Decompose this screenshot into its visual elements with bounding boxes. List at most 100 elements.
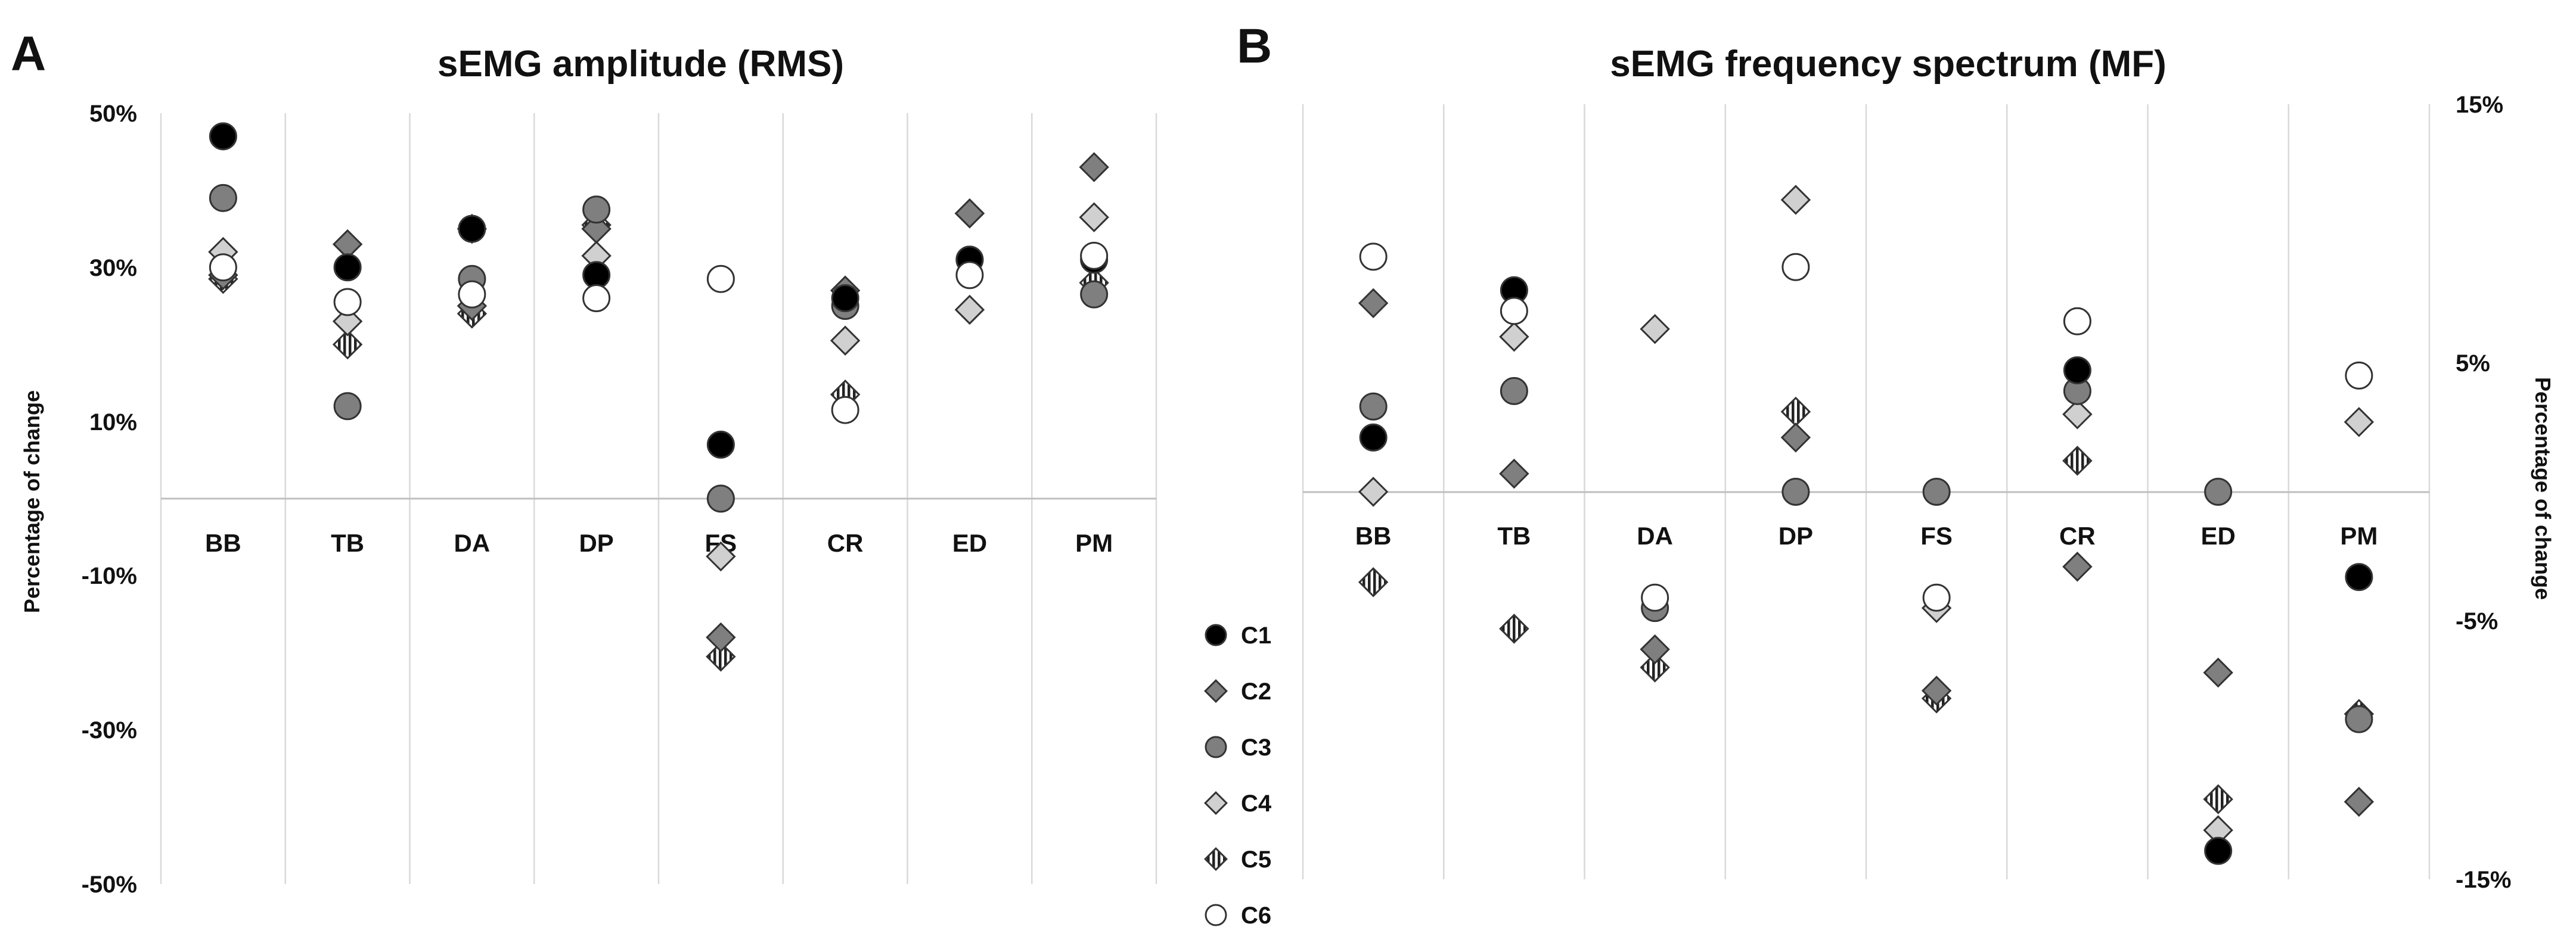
panel-b-point-c3 bbox=[1782, 478, 1810, 506]
panel-b-point-c5 bbox=[1780, 396, 1811, 427]
panel-b-point-c5 bbox=[1499, 614, 1529, 644]
panel-b-point-c5 bbox=[1640, 652, 1670, 683]
panel-b-point-c6 bbox=[1641, 583, 1669, 612]
panel-a-point-c3 bbox=[1080, 280, 1109, 309]
panel-a-point-c2 bbox=[954, 198, 985, 229]
panel-b-ylabel: Percentage of change bbox=[2531, 377, 2555, 600]
panel-b-point-c4 bbox=[2344, 407, 2375, 437]
panel-b-ytick-label: -15% bbox=[2456, 867, 2511, 893]
panel-b-point-c3 bbox=[1500, 377, 1528, 405]
panel-a-category-label: TB bbox=[331, 529, 364, 557]
panel-b-point-c2 bbox=[1921, 676, 1952, 706]
panel-b-point-c6 bbox=[1500, 297, 1528, 325]
panel-b-category-label: BB bbox=[1355, 522, 1392, 550]
panel-a-ytick-label: -10% bbox=[82, 563, 137, 589]
panel-a-category-label: PM bbox=[1075, 529, 1113, 557]
panel-a-ytick-label: 50% bbox=[89, 101, 137, 127]
panel-b-point-c6 bbox=[1922, 583, 1951, 612]
panel-b-point-c3 bbox=[2204, 478, 2233, 506]
panel-b-point-c1 bbox=[2063, 356, 2091, 385]
panel-b-point-c3 bbox=[1922, 478, 1951, 506]
panel-a-point-c3 bbox=[209, 183, 237, 212]
panel-a-point-c1 bbox=[831, 284, 859, 313]
panel-a-ylabel: Percentage of change bbox=[20, 390, 44, 613]
panel-b-point-c6 bbox=[2063, 307, 2091, 335]
panel-b-category-label: FS bbox=[1920, 522, 1953, 550]
panel-b-point-c2 bbox=[2062, 552, 2093, 582]
panel-b-category-label: DA bbox=[1637, 522, 1673, 550]
panel-a-point-c3 bbox=[706, 484, 735, 513]
panel-b-point-c6 bbox=[2345, 361, 2373, 390]
panel-a-letter: A bbox=[11, 27, 46, 81]
panel-a-category-label: DA bbox=[454, 529, 491, 557]
panel-b-point-c5 bbox=[1358, 567, 1389, 598]
panel-b-point-c1 bbox=[2345, 563, 2373, 592]
panel-a-point-c6 bbox=[955, 261, 984, 290]
panel-a-ytick-label: -50% bbox=[82, 872, 137, 898]
legend-label-c3: C3 bbox=[1241, 735, 1271, 761]
panel-b-point-c1 bbox=[2204, 836, 2233, 865]
panel-b-point-c6 bbox=[1782, 253, 1810, 281]
panel-a-point-c1 bbox=[458, 214, 486, 243]
legend-label-c4: C4 bbox=[1241, 791, 1272, 817]
panel-b-category-label: PM bbox=[2340, 522, 2378, 550]
legend-marker-c2 bbox=[1204, 679, 1228, 703]
panel-a-point-c4 bbox=[954, 294, 985, 325]
legend-marker-c5 bbox=[1204, 847, 1228, 871]
panel-a-category-label: BB bbox=[205, 529, 241, 557]
panel-a-point-c4 bbox=[830, 325, 861, 356]
panel-a-point-c4 bbox=[332, 306, 363, 337]
panel-a-ytick-label: 10% bbox=[89, 409, 137, 435]
panel-a-point-c6 bbox=[582, 284, 611, 313]
panel-a-title: sEMG amplitude (RMS) bbox=[437, 43, 844, 85]
panel-b-ytick-label: 5% bbox=[2456, 350, 2490, 377]
legend-marker-c4 bbox=[1204, 791, 1228, 815]
panel-a-point-c1 bbox=[706, 430, 735, 459]
legend-marker-c6 bbox=[1205, 904, 1227, 926]
panel-a-point-c1 bbox=[209, 122, 237, 151]
panel-a-point-c6 bbox=[209, 253, 237, 282]
panel-b-point-c5 bbox=[2203, 784, 2233, 814]
panel-b-point-c6 bbox=[1359, 242, 1388, 271]
panel-a-ytick-label: 30% bbox=[89, 255, 137, 281]
panel-b-point-c4 bbox=[1780, 185, 1811, 215]
panel-b-point-c1 bbox=[1359, 423, 1388, 452]
panel-a-point-c6 bbox=[1080, 241, 1109, 270]
panel-a-point-c6 bbox=[458, 280, 486, 309]
legend-label-c6: C6 bbox=[1241, 903, 1271, 929]
panel-b-point-c4 bbox=[2062, 399, 2093, 430]
panel-b-point-c4 bbox=[1358, 477, 1389, 507]
panel-b-point-c2 bbox=[1358, 288, 1389, 319]
panel-b-point-c2 bbox=[2203, 657, 2233, 688]
panel-a-category-label: CR bbox=[827, 529, 864, 557]
panel-a-point-c2 bbox=[706, 622, 736, 653]
panel-b-point-c3 bbox=[1359, 392, 1388, 421]
panel-b-point-c4 bbox=[1499, 322, 1529, 352]
panel-b-point-c2 bbox=[1499, 458, 1529, 489]
panel-a-category-label: ED bbox=[952, 529, 987, 557]
panel-b-letter: B bbox=[1237, 19, 1272, 73]
panel-a-point-c5 bbox=[332, 329, 363, 360]
panel-a-point-c6 bbox=[333, 288, 362, 316]
panel-a-point-c4 bbox=[706, 541, 736, 572]
panel-a-ytick-label: -30% bbox=[82, 717, 137, 743]
panel-a-point-c3 bbox=[333, 392, 362, 421]
panel-b-title: sEMG frequency spectrum (MF) bbox=[1610, 43, 2167, 85]
panel-b-point-c3 bbox=[2345, 705, 2373, 733]
legend-marker-c1 bbox=[1205, 624, 1227, 646]
panel-a-point-c6 bbox=[831, 396, 859, 424]
legend-label-c1: C1 bbox=[1241, 623, 1271, 649]
panel-b-point-c5 bbox=[2062, 446, 2093, 476]
panel-b-point-c2 bbox=[2344, 786, 2375, 817]
panel-b-ytick-label: -5% bbox=[2456, 608, 2498, 634]
panel-a-point-c3 bbox=[582, 195, 611, 224]
legend-marker-c3 bbox=[1205, 736, 1227, 758]
panel-b-point-c2 bbox=[1780, 422, 1811, 453]
panel-b-category-label: ED bbox=[2201, 522, 2235, 550]
panel-b-category-label: TB bbox=[1497, 522, 1531, 550]
legend-label-c5: C5 bbox=[1241, 847, 1271, 873]
panel-a-point-c5 bbox=[706, 642, 736, 672]
